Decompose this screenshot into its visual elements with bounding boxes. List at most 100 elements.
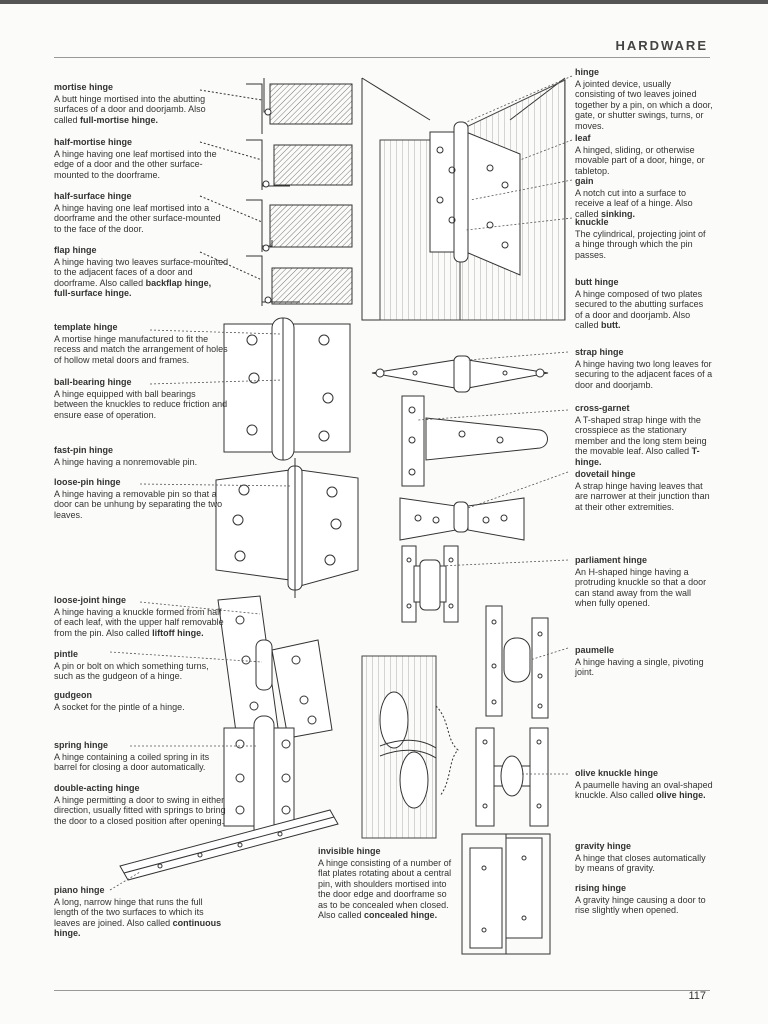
term-definition: A hinged, sliding, or otherwise movable … bbox=[575, 144, 705, 176]
term-olive-knuckle-hinge: olive knuckle hinge A paumelle having an… bbox=[575, 768, 713, 801]
loose-pin-hinge-drawing bbox=[215, 458, 359, 598]
door-jamb-perspective-drawing bbox=[361, 77, 566, 321]
term-title: ball-bearing hinge bbox=[54, 377, 132, 387]
template-hinge-drawing bbox=[223, 317, 351, 461]
term-definition: A hinge that closes automatically by mea… bbox=[575, 852, 706, 874]
term-definition: A hinge having a nonremovable pin. bbox=[54, 456, 198, 467]
term-spring-hinge: spring hinge A hinge containing a coiled… bbox=[54, 740, 229, 773]
gravity-hinge-drawing bbox=[461, 833, 551, 955]
leader-lines bbox=[109, 75, 573, 891]
term-title: rising hinge bbox=[575, 883, 627, 893]
mortise-hinge-drawing bbox=[199, 78, 353, 134]
term-dovetail-hinge: dovetail hinge A strap hinge having leav… bbox=[575, 469, 713, 512]
term-loose-joint-hinge: loose-joint hinge A hinge having a knuck… bbox=[54, 595, 229, 638]
term-cross-garnet: cross-garnet A T-shaped strap hinge with… bbox=[575, 403, 713, 467]
term-also-called: Also called bbox=[54, 104, 206, 125]
term-loose-pin-hinge: loose-pin hinge A hinge having a removab… bbox=[54, 477, 229, 520]
term-definition: A gravity hinge causing a door to rise s… bbox=[575, 894, 706, 916]
half-mortise-hinge-drawing bbox=[199, 139, 353, 190]
term-title: flap hinge bbox=[54, 245, 97, 255]
term-ball-bearing-hinge: ball-bearing hinge A hinge equipped with… bbox=[54, 377, 229, 420]
term-title: invisible hinge bbox=[318, 846, 381, 856]
term-strap-hinge: strap hinge A hinge having two long leav… bbox=[575, 347, 713, 390]
term-butt-hinge: butt hinge A hinge composed of two plate… bbox=[575, 277, 713, 331]
header-rule bbox=[54, 57, 710, 58]
term-double-acting-hinge: double-acting hinge A hinge permitting a… bbox=[54, 783, 229, 826]
term-definition: A hinge having two long leaves for secur… bbox=[575, 358, 713, 390]
term-paumelle: paumelle A hinge having a single, pivoti… bbox=[575, 645, 713, 678]
term-title: knuckle bbox=[575, 217, 609, 227]
term-definition: A hinge having one leaf mortised into th… bbox=[54, 148, 217, 180]
term-parliament-hinge: parliament hinge An H-shaped hinge havin… bbox=[575, 555, 713, 609]
paumelle-drawing bbox=[485, 605, 549, 719]
term-title: paumelle bbox=[575, 645, 615, 655]
term-flap-hinge: flap hinge A hinge having two leaves sur… bbox=[54, 245, 229, 299]
term-fast-pin-hinge: fast-pin hinge A hinge having a nonremov… bbox=[54, 445, 229, 467]
parliament-hinge-drawing bbox=[401, 545, 459, 623]
term-title: cross-garnet bbox=[575, 403, 630, 413]
term-title: double-acting hinge bbox=[54, 783, 140, 793]
term-definition: A long, narrow hinge that runs the full … bbox=[54, 896, 204, 928]
footer-rule bbox=[54, 990, 710, 991]
term-title: hinge bbox=[575, 67, 599, 77]
term-gain: gain A notch cut into a surface to recei… bbox=[575, 176, 713, 219]
term-alternate: continuous hinge. bbox=[54, 917, 222, 939]
term-title: dovetail hinge bbox=[575, 469, 636, 479]
term-definition: A hinge having two leaves surface-mounte… bbox=[54, 256, 229, 288]
term-also-called: Also called bbox=[645, 446, 690, 456]
term-alternate: liftoff hinge. bbox=[152, 627, 204, 638]
term-definition: A paumelle having an oval-shaped knuckle… bbox=[575, 779, 713, 801]
term-title: mortise hinge bbox=[54, 82, 114, 92]
piano-hinge-drawing bbox=[119, 809, 339, 881]
dovetail-hinge-drawing bbox=[399, 497, 525, 541]
half-surface-hinge-drawing bbox=[199, 195, 353, 252]
term-gudgeon: gudgeon A socket for the pintle of a hin… bbox=[54, 690, 229, 712]
term-title: template hinge bbox=[54, 322, 118, 332]
term-hinge: hinge A jointed device, usually consisti… bbox=[575, 67, 713, 131]
term-half-surface-hinge: half-surface hinge A hinge having one le… bbox=[54, 191, 229, 234]
spring-hinge-drawing bbox=[223, 715, 295, 839]
term-definition: A T-shaped strap hinge with the crosspie… bbox=[575, 414, 707, 457]
term-definition: A strap hinge having leaves that are nar… bbox=[575, 480, 710, 512]
term-piano-hinge: piano hinge A long, narrow hinge that ru… bbox=[54, 885, 229, 939]
term-alternate: concealed hinge. bbox=[364, 910, 438, 920]
term-alternate: sinking. bbox=[601, 208, 636, 219]
term-also-called: Also called bbox=[99, 277, 144, 288]
term-definition: A hinge having one leaf mortised into a … bbox=[54, 202, 221, 234]
term-half-mortise-hinge: half-mortise hinge A hinge having one le… bbox=[54, 137, 229, 180]
term-title: loose-pin hinge bbox=[54, 477, 121, 487]
term-definition: A mortise hinge manufactured to fit the … bbox=[54, 333, 228, 365]
term-title: fast-pin hinge bbox=[54, 445, 113, 455]
term-also-called: Also called bbox=[575, 309, 691, 331]
term-alternate: full-mortise hinge. bbox=[80, 114, 159, 125]
term-title: half-mortise hinge bbox=[54, 137, 133, 147]
term-leaf: leaf A hinged, sliding, or otherwise mov… bbox=[575, 133, 713, 176]
invisible-hinge-drawing bbox=[361, 655, 459, 839]
term-gravity-hinge: gravity hinge A hinge that closes automa… bbox=[575, 841, 713, 874]
term-title: olive knuckle hinge bbox=[575, 768, 659, 778]
olive-knuckle-hinge-drawing bbox=[475, 727, 549, 827]
term-title: loose-joint hinge bbox=[54, 595, 126, 605]
term-definition: A jointed device, usually consisting of … bbox=[575, 78, 713, 131]
term-also-called: Also called bbox=[575, 198, 693, 219]
term-title: butt hinge bbox=[575, 277, 619, 287]
term-title: gravity hinge bbox=[575, 841, 632, 851]
term-title: strap hinge bbox=[575, 347, 624, 357]
term-title: gudgeon bbox=[54, 690, 92, 700]
term-alternate: T-hinge. bbox=[575, 446, 700, 467]
page-number: 117 bbox=[688, 990, 706, 1002]
term-title: half-surface hinge bbox=[54, 191, 132, 201]
loose-joint-hinge-drawing bbox=[217, 595, 333, 739]
term-definition: A pin or bolt on which something turns, … bbox=[54, 660, 209, 682]
term-also-called: Also called bbox=[318, 910, 362, 920]
term-definition: A socket for the pintle of a hinge. bbox=[54, 701, 185, 712]
term-rising-hinge: rising hinge A gravity hinge causing a d… bbox=[575, 883, 713, 916]
term-title: leaf bbox=[575, 133, 591, 143]
term-template-hinge: template hinge A mortise hinge manufactu… bbox=[54, 322, 229, 365]
flap-hinge-drawing bbox=[199, 251, 353, 306]
term-definition: A hinge having a knuckle formed from hal… bbox=[54, 606, 224, 638]
term-definition: A hinge having a removable pin so that a… bbox=[54, 488, 223, 520]
term-title: pintle bbox=[54, 649, 78, 659]
term-definition: An H-shaped hinge having a protruding kn… bbox=[575, 566, 707, 609]
